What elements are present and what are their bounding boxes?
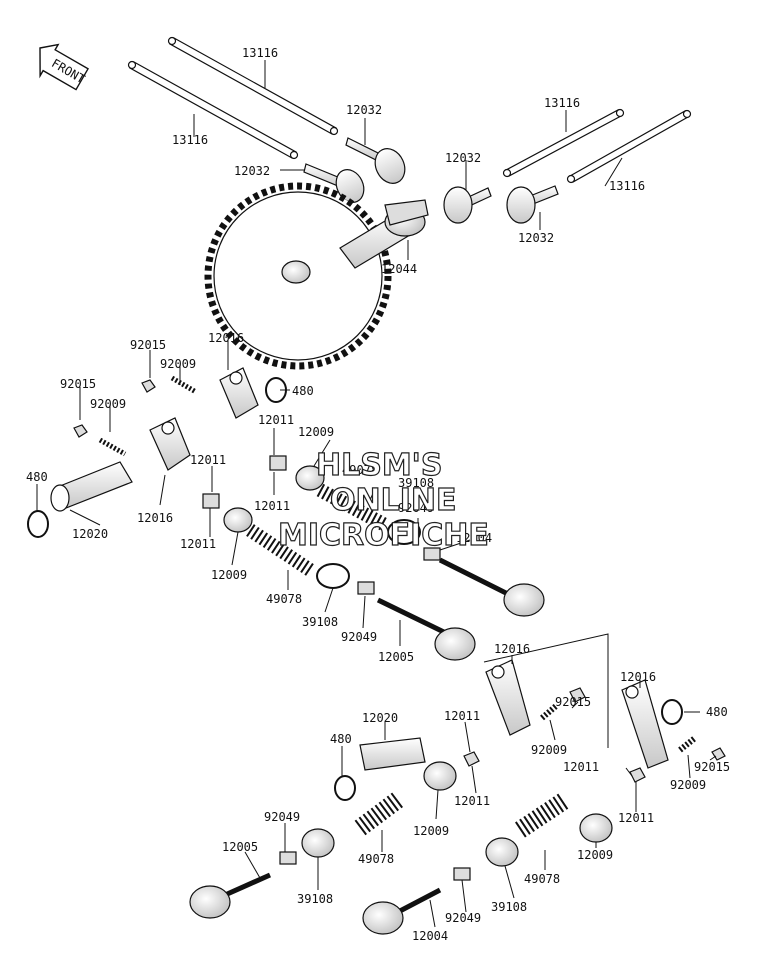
label-12044: 12044: [381, 262, 417, 276]
label-12009: 12009: [298, 425, 334, 439]
label-39108: 39108: [398, 476, 434, 490]
label-12004: 12004: [412, 929, 448, 943]
label-92049: 92049: [264, 810, 300, 824]
label-12009: 12009: [413, 824, 449, 838]
label-12009: 12009: [211, 568, 247, 582]
label-480: 480: [26, 470, 48, 484]
watermark-line-3: MICROFICHE: [278, 518, 489, 553]
label-12011: 12011: [444, 709, 480, 723]
label-13116: 13116: [172, 133, 208, 147]
label-49078: 49078: [266, 592, 302, 606]
label-12011: 12011: [258, 413, 294, 427]
label-92015: 92015: [694, 760, 730, 774]
label-39108: 39108: [297, 892, 333, 906]
label-12004: 12004: [456, 531, 492, 545]
push-rods: [127, 36, 692, 184]
label-480: 480: [706, 705, 728, 719]
label-92009: 92009: [90, 397, 126, 411]
label-12011: 12011: [180, 537, 216, 551]
upper-rocker-assembly: [27, 367, 287, 538]
label-12016: 12016: [494, 642, 530, 656]
label-12011: 12011: [190, 453, 226, 467]
label-49078: 49078: [358, 852, 394, 866]
label-13116: 13116: [544, 96, 580, 110]
label-92009: 92009: [670, 778, 706, 792]
label-92049: 92049: [398, 501, 434, 515]
label-12011: 12011: [454, 794, 490, 808]
label-480: 480: [292, 384, 314, 398]
label-12032: 12032: [234, 164, 270, 178]
label-39108: 39108: [302, 615, 338, 629]
front-arrow-icon: FRONT: [39, 43, 89, 91]
label-12016: 12016: [208, 331, 244, 345]
label-12005: 12005: [378, 650, 414, 664]
label-92015: 92015: [60, 377, 96, 391]
lower-rocker-assembly: [334, 633, 726, 801]
label-92015: 92015: [130, 338, 166, 352]
label-92015: 92015: [555, 695, 591, 709]
label-12032: 12032: [445, 151, 481, 165]
label-12005: 12005: [222, 840, 258, 854]
label-480: 480: [330, 732, 352, 746]
leader-lines: [36, 60, 717, 928]
label-12011: 12011: [254, 499, 290, 513]
watermark-line-2: ONLINE: [330, 483, 457, 518]
camshaft-gear: [204, 182, 429, 370]
label-12020: 12020: [72, 527, 108, 541]
label-49078: 49078: [342, 463, 378, 477]
label-92009: 92009: [531, 743, 567, 757]
label-49078: 49078: [524, 872, 560, 886]
label-12016: 12016: [137, 511, 173, 525]
label-12016: 12016: [620, 670, 656, 684]
label-13116: 13116: [242, 46, 278, 60]
lower-valves: [189, 761, 613, 935]
label-92049: 92049: [341, 630, 377, 644]
label-12032: 12032: [518, 231, 554, 245]
label-13116: 13116: [609, 179, 645, 193]
label-12009: 12009: [577, 848, 613, 862]
label-12011: 12011: [618, 811, 654, 825]
part-labels: 13116 13116 13116 13116 12032 12032 1203…: [26, 46, 730, 943]
label-39108: 39108: [491, 900, 527, 914]
label-12032: 12032: [346, 103, 382, 117]
watermark-line-1: HLSM'S: [316, 448, 442, 483]
label-12011: 12011: [563, 760, 599, 774]
label-12020: 12020: [362, 711, 398, 725]
label-92049: 92049: [445, 911, 481, 925]
label-92009: 92009: [160, 357, 196, 371]
watermark: HLSM'S ONLINE MICROFICHE: [277, 447, 489, 553]
